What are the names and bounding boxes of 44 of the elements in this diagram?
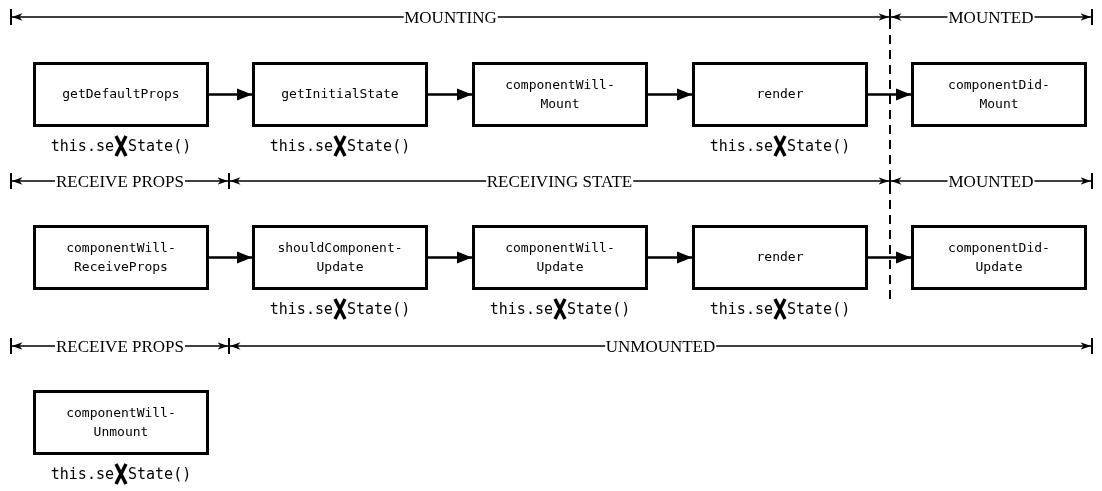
method-name: componentWill- Unmount: [65, 404, 177, 441]
method-name: getInitialState: [280, 85, 400, 104]
method-name: componentWill- Update: [504, 239, 616, 276]
method-call: this.se: [50, 138, 114, 154]
method-call: this.se: [489, 301, 553, 317]
arrow: [648, 251, 692, 264]
method-name: getDefaultProps: [61, 85, 181, 104]
method-box: [911, 62, 1087, 127]
arrow: [868, 251, 911, 264]
method-name: render: [755, 85, 805, 104]
method-box: [692, 225, 868, 290]
method-box: [33, 390, 209, 455]
method-name: componentDid- Mount: [947, 76, 1051, 113]
method-call: State(): [128, 466, 192, 482]
method-call: State(): [128, 138, 192, 154]
method-box: [472, 62, 648, 127]
method-call: State(): [347, 138, 411, 154]
method-name: componentWill- Mount: [504, 76, 616, 113]
method-call: State(): [787, 138, 851, 154]
method-box: [692, 62, 868, 127]
method-call: State(): [787, 301, 851, 317]
arrow: [209, 251, 252, 264]
method-box: [472, 225, 648, 290]
method-call: this.se: [709, 138, 773, 154]
method-call: this.se: [269, 138, 333, 154]
method-name: render: [755, 248, 805, 267]
method-call: this.se: [50, 466, 114, 482]
method-call: this.se: [269, 301, 333, 317]
arrow: [428, 251, 472, 264]
method-box: [33, 62, 209, 127]
method-box: [252, 225, 428, 290]
method-call: State(): [567, 301, 631, 317]
method-box: [33, 225, 209, 290]
method-name: componentDid- Update: [947, 239, 1051, 276]
arrow: [209, 88, 252, 101]
arrow: [648, 88, 692, 101]
method-name: shouldComponent- Update: [276, 239, 404, 276]
arrow: [868, 88, 911, 101]
method-call: State(): [347, 301, 411, 317]
method-box: [252, 62, 428, 127]
method-box: [911, 225, 1087, 290]
arrow: [428, 88, 472, 101]
method-name: componentWill- ReceiveProps: [65, 239, 177, 276]
method-call: this.se: [709, 301, 773, 317]
